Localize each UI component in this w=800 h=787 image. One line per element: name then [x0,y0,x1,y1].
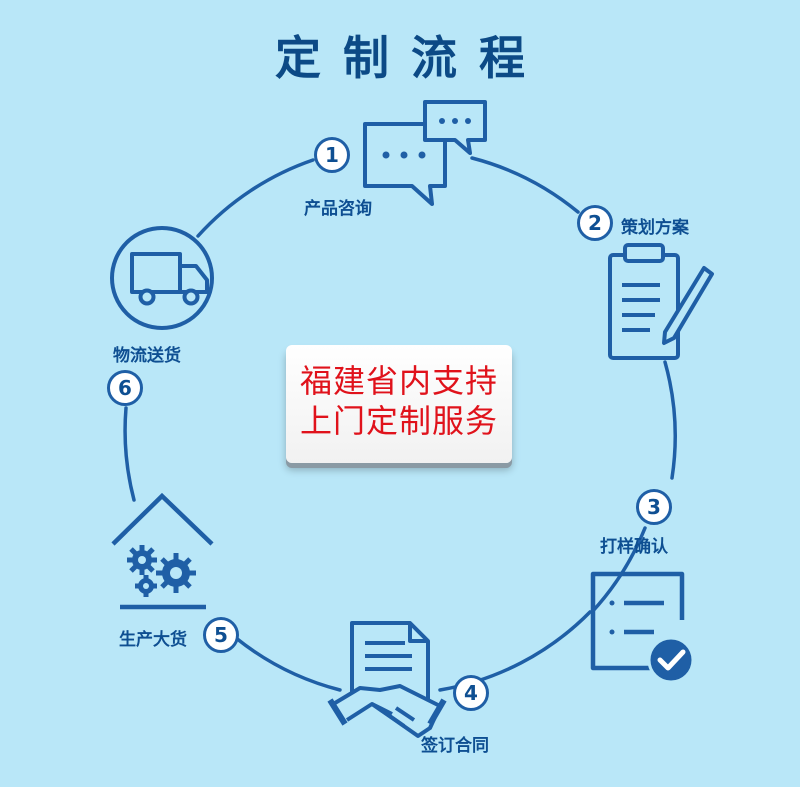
center-info-box: 福建省内支持 上门定制服务 [286,345,512,463]
step-3-label: 打样确认 [600,537,668,557]
handshake-document-icon [327,621,447,738]
step-2-label: 策划方案 [621,218,689,238]
center-line-1: 福建省内支持 [299,362,498,400]
step-3-number: 3 [636,489,672,525]
step-5-number: 5 [203,617,239,653]
step-4-label: 签订合同 [421,736,489,756]
step-4-number: 4 [453,675,489,711]
step-1-label: 产品咨询 [304,199,372,219]
step-6-number: 6 [107,370,143,406]
clipboard-pencil-icon [608,243,714,360]
cycle-ring [123,156,677,692]
center-line-2: 上门定制服务 [299,402,498,440]
delivery-truck-icon [110,226,214,330]
step-6-label: 物流送货 [113,346,181,366]
factory-gears-icon [111,492,214,610]
chat-bubbles-icon [363,100,487,206]
step-5-label: 生产大货 [119,630,187,650]
page-title: 定制流程 [275,31,547,85]
step-1-number: 1 [314,137,350,173]
checklist-check-icon [590,571,695,684]
step-2-number: 2 [577,205,613,241]
